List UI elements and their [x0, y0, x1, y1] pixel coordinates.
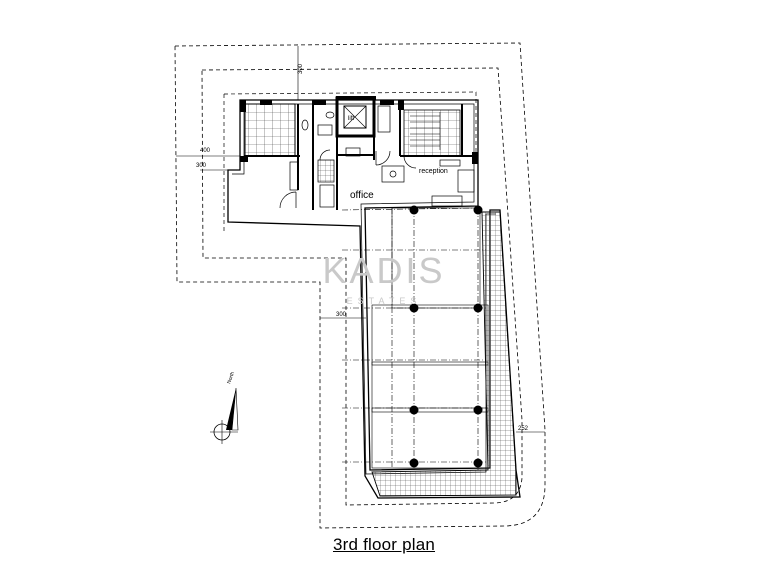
north-arrow-icon: [210, 387, 239, 444]
furniture: [381, 159, 475, 207]
watermark-sub: ESTATES: [347, 296, 422, 306]
room-label-lift: lift: [348, 116, 354, 122]
dim-300-left: 300: [196, 163, 207, 169]
room-label-reception: reception: [419, 168, 448, 175]
columns: [409, 205, 483, 468]
dim-300-top: 300: [298, 63, 304, 74]
plot-boundary-outer: [174, 42, 546, 529]
tiled-stair-area: [403, 109, 461, 157]
stair-treads: [410, 112, 441, 150]
interior-walls: [244, 104, 478, 210]
north-label: North: [226, 371, 236, 385]
room-label-office: office: [350, 190, 374, 201]
tiled-room-west: [244, 103, 296, 157]
lift-cabin: [343, 105, 367, 129]
dimension-lines: [176, 46, 545, 433]
watermark-brand: KADIS: [322, 250, 445, 291]
fixtures: [289, 105, 391, 208]
dim-400: 400: [200, 148, 211, 154]
bay-frames: [371, 207, 489, 469]
thick-columns-core: [240, 96, 478, 164]
dim-252: 252: [518, 426, 529, 432]
dim-300-mid: 300: [336, 312, 347, 318]
offset-line: [223, 91, 477, 154]
balcony-tiling: [371, 211, 517, 497]
door-swings: [279, 149, 417, 209]
plan-title: 3rd floor plan: [332, 535, 436, 554]
